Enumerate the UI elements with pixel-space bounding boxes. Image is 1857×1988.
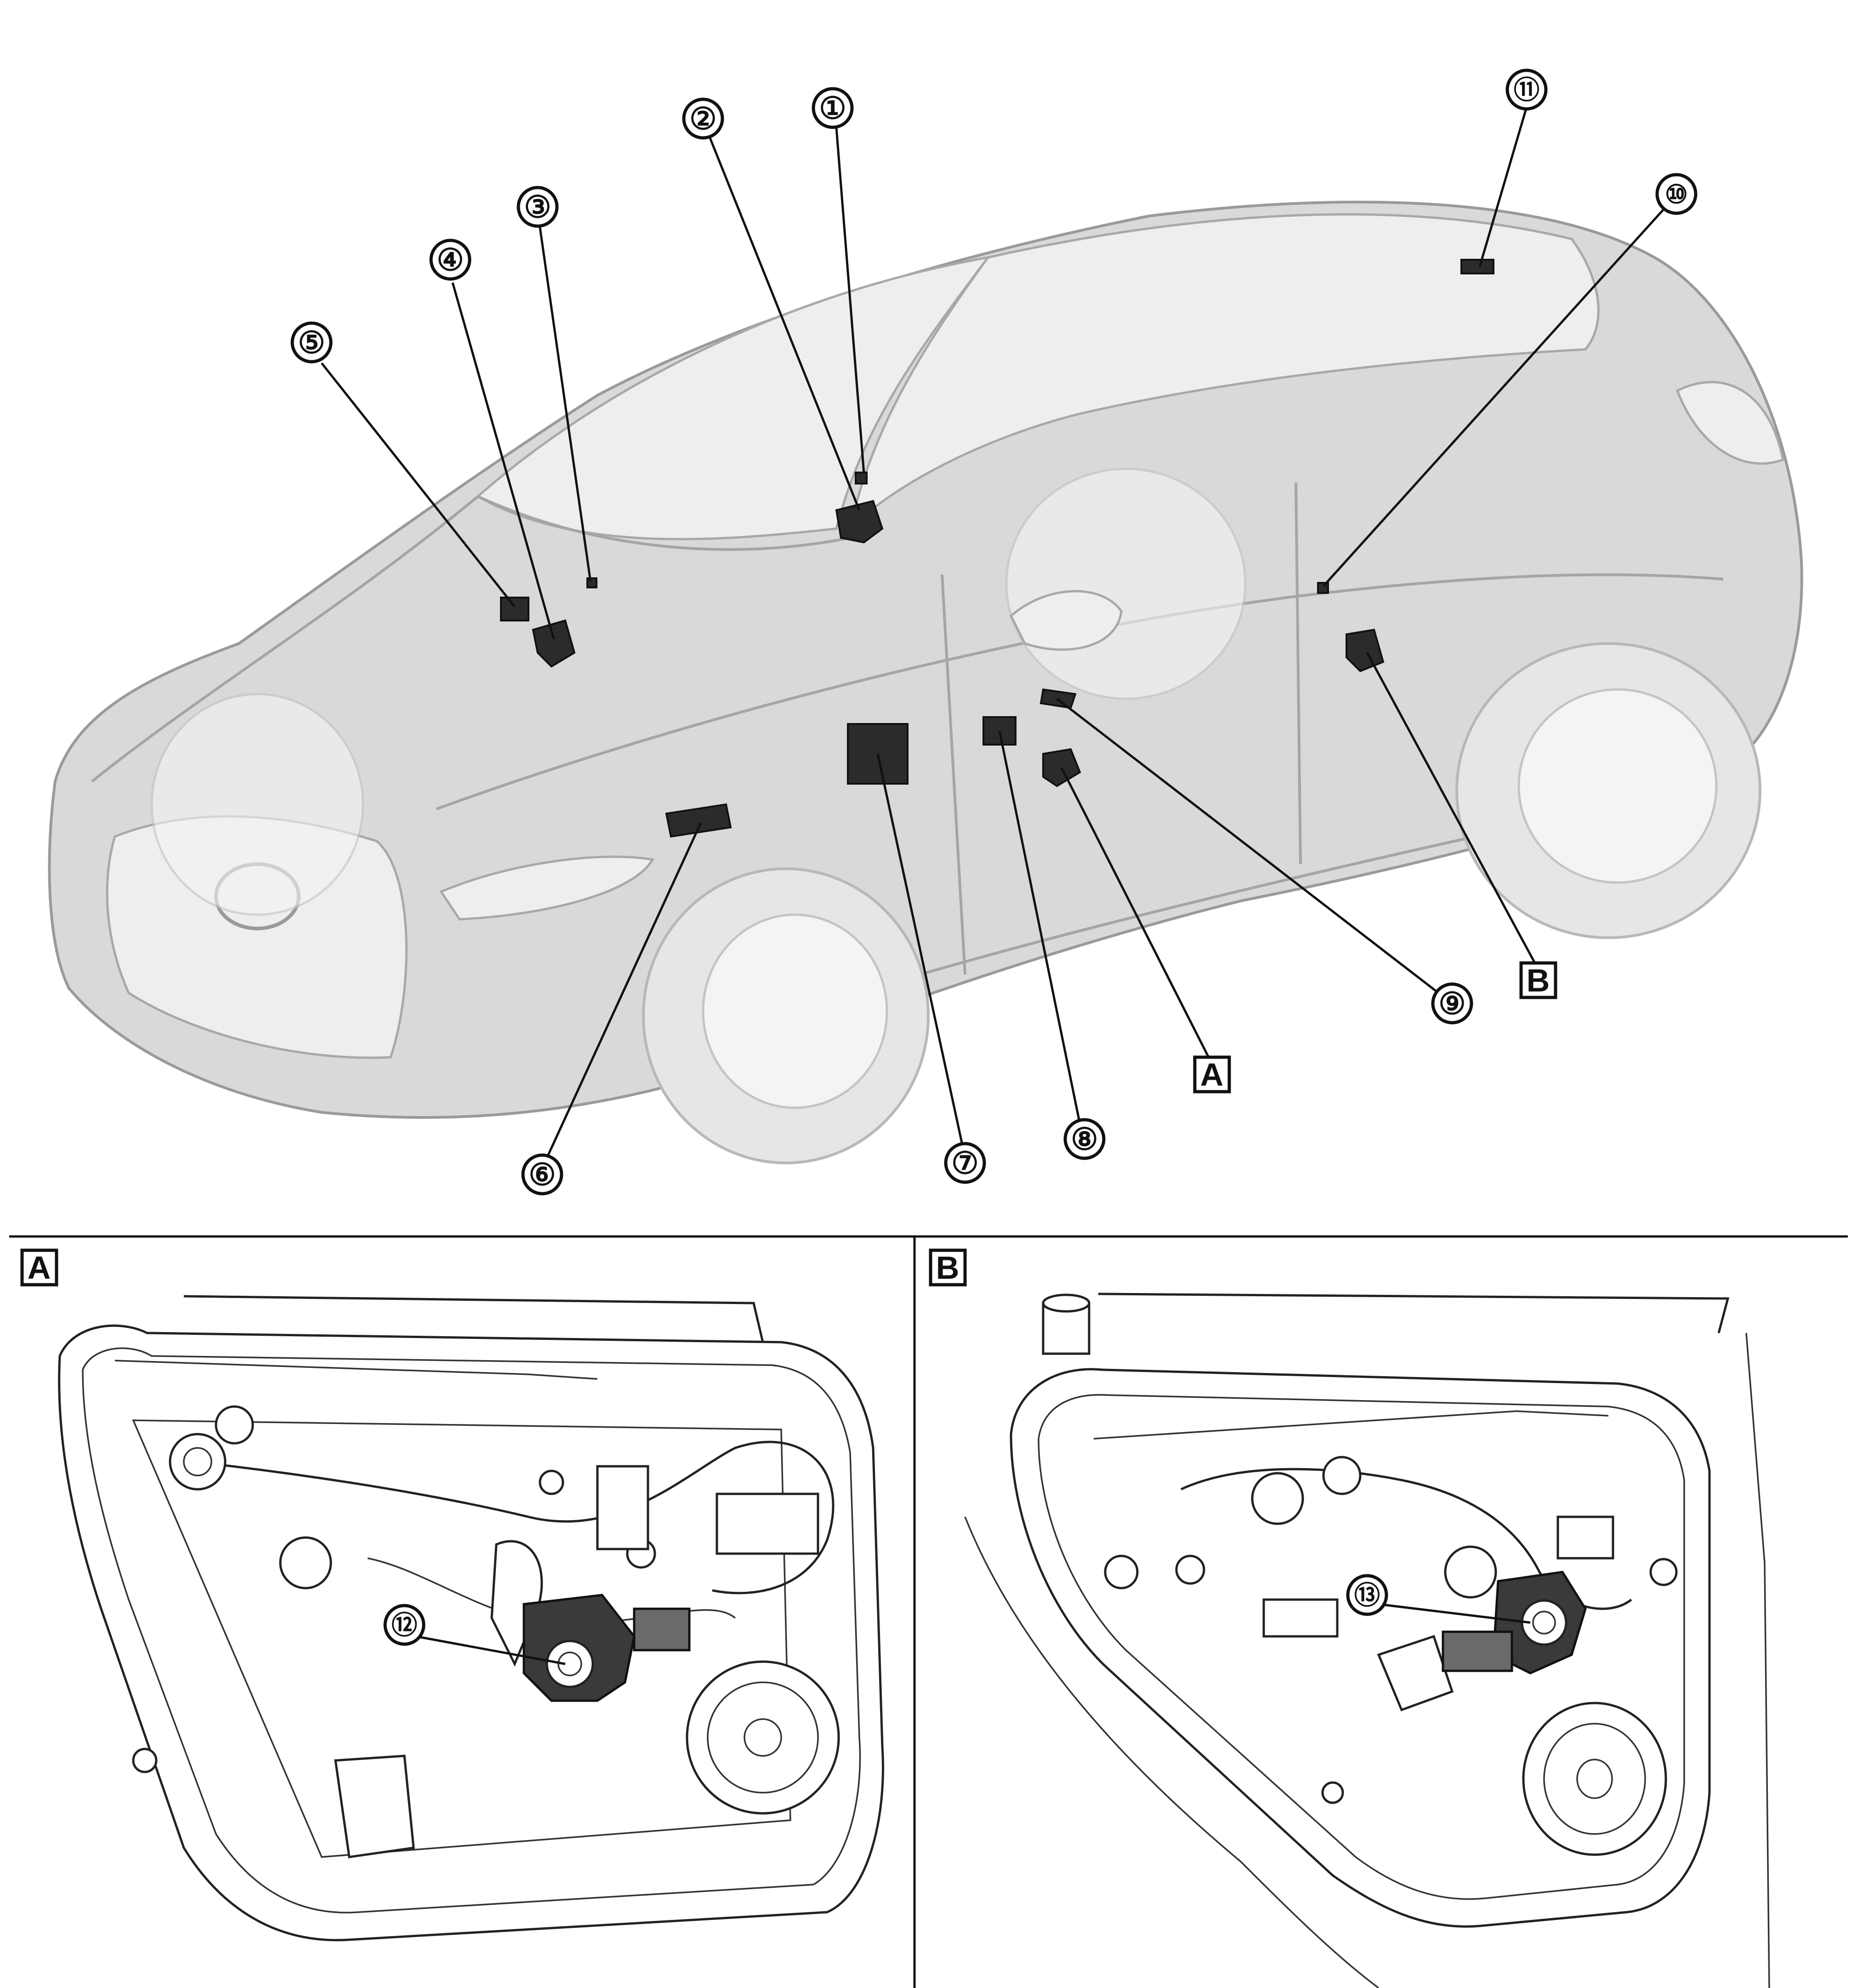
callout-11-label: ⑪ [1514,75,1539,104]
callout-13: ⑬ [1346,1574,1388,1616]
callout-2: ② [682,97,724,140]
far-rear-wheel [1005,467,1247,700]
rear-door-outline [1010,1368,1711,1928]
front-door-seam [941,574,966,975]
headlight [439,855,654,921]
callout-7-label: ⑦ [951,1146,978,1180]
callout-1: ① [812,87,854,129]
part-5 [500,597,529,621]
side-mirror [1009,590,1123,651]
callout-13-label: ⑬ [1354,1581,1380,1610]
part-11 [1460,259,1494,274]
part-1 [855,472,868,484]
callout-8-label: ⑧ [1071,1122,1098,1156]
callout-5: ⑤ [290,321,333,364]
view-label-a: A [1193,1055,1231,1094]
callout-9-label: ⑨ [1438,986,1465,1020]
callout-3-label: ③ [524,190,551,224]
callout-7: ⑦ [944,1142,986,1184]
far-front-wheel [150,693,364,916]
callout-6-label: ⑥ [528,1157,556,1191]
view-label-b-text: B [1527,963,1550,998]
part-b [1346,628,1385,672]
callout-10-label: ⑩ [1665,180,1688,209]
view-label-a-text: A [1200,1057,1224,1093]
callout-6: ⑥ [521,1153,563,1196]
front-speaker [686,1660,840,1815]
rear-speaker [1522,1702,1667,1856]
callout-10: ⑩ [1655,173,1698,215]
part-4 [532,619,576,668]
front-door-outline [58,1324,884,1942]
callout-8: ⑧ [1063,1118,1106,1160]
detail-b-title: B [936,1250,960,1286]
part-6 [665,803,732,838]
callout-5-label: ⑤ [298,325,325,359]
taillight [1675,381,1784,465]
callout-12-label: ⑫ [392,1611,417,1640]
callout-2-label: ② [689,102,716,136]
rear-wheel [1455,642,1761,939]
detail-a-panel: A [20,1248,884,1942]
callout-12: ⑫ [383,1604,426,1646]
leader-lines [321,110,1667,1164]
front-wheel [642,867,930,1164]
rear-window-motor [1442,1571,1587,1675]
side-glass [848,213,1600,532]
front-window-motor [522,1594,691,1702]
part-3 [586,577,597,588]
callout-11: ⑪ [1505,68,1548,111]
callout-1-label: ① [819,91,846,125]
windshield [476,256,991,541]
rear-door-seam [1295,482,1302,865]
callout-4: ④ [429,239,471,281]
callout-4-label: ④ [437,243,464,277]
vehicle-overview [48,200,1803,1164]
view-label-b: B [1519,961,1557,999]
detail-b-panel: B [929,1248,1770,1988]
callout-9: ⑨ [1431,982,1473,1025]
callout-3: ③ [517,186,559,228]
hood [91,495,851,783]
detail-a-title: A [28,1250,51,1286]
part-2 [835,500,884,544]
